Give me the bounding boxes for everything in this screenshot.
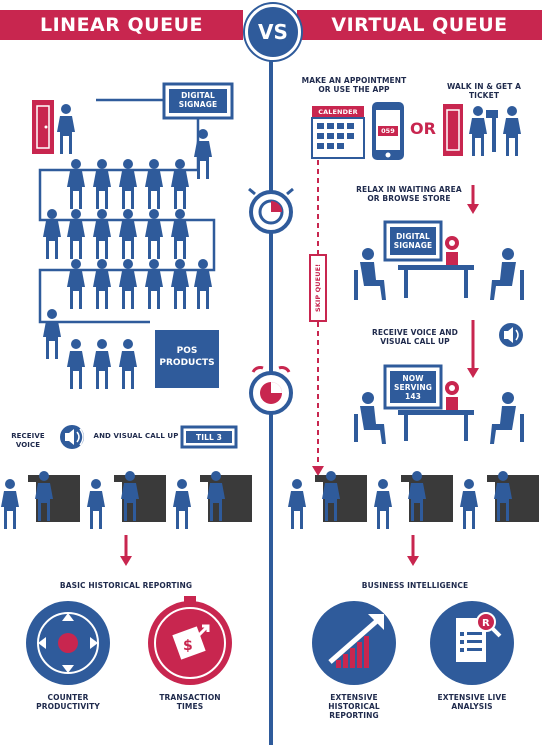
header-virtual-queue: VIRTUAL QUEUE xyxy=(297,10,542,40)
pos-products-label: POS PRODUCTS xyxy=(159,346,215,368)
live-analysis-label: EXTENSIVE LIVE ANALYSIS xyxy=(437,693,507,711)
ticket-kiosk-people xyxy=(469,106,521,156)
phone-icon xyxy=(372,102,404,160)
counter-productivity-label: COUNTER PRODUCTIVITY xyxy=(36,693,100,711)
receive-voice-label: RECEIVE VOICE xyxy=(11,432,45,449)
person-entering-icon xyxy=(57,104,75,154)
calendar-icon xyxy=(311,106,365,159)
door-icon-right xyxy=(443,104,463,156)
vs-badge: VS xyxy=(245,4,301,60)
svg-text:$: $ xyxy=(183,638,193,654)
door-icon xyxy=(32,100,54,154)
appointment-label: MAKE AN APPOINTMENT OR USE THE APP xyxy=(301,76,407,94)
header-linear-queue: LINEAR QUEUE xyxy=(0,10,243,40)
or-label: OR xyxy=(409,119,437,138)
queue-barrier xyxy=(38,98,216,324)
live-analysis-icon: R xyxy=(430,601,514,685)
digital-signage-label: DIGITAL SIGNAGE xyxy=(178,91,218,109)
down-arrow-icon xyxy=(120,535,132,566)
visual-call-up-label: AND VISUAL CALL UP xyxy=(93,432,179,440)
digital-signage-right-label: DIGITAL SIGNAGE xyxy=(393,232,433,250)
counter-productivity-icon xyxy=(26,601,110,685)
transaction-times-label: TRANSACTION TIMES xyxy=(159,693,221,711)
counters-right xyxy=(288,471,539,529)
till-label: TILL 3 xyxy=(196,433,222,442)
now-serving-label: NOW SERVING 143 xyxy=(393,374,433,401)
relax-label: RELAX IN WAITING AREA OR BROWSE STORE xyxy=(356,185,462,203)
historical-reporting-icon xyxy=(312,601,396,685)
waiting-area-scene xyxy=(354,220,524,300)
historical-reporting-label: EXTENSIVE HISTORICAL REPORTING xyxy=(328,693,380,720)
business-intelligence-title: BUSINESS INTELLIGENCE xyxy=(361,581,469,590)
down-arrow-icon xyxy=(467,185,479,214)
digital-signage-screen xyxy=(162,82,234,120)
alarm-clock-icon xyxy=(249,366,293,415)
till-display xyxy=(180,425,238,449)
phone-ticket-number: 059 xyxy=(381,127,395,135)
call-up-label: RECEIVE VOICE AND VISUAL CALL UP xyxy=(372,328,458,346)
svg-text:R: R xyxy=(482,618,490,629)
down-arrow-icon xyxy=(467,320,479,378)
down-arrow-icon xyxy=(407,535,419,566)
speaker-icon xyxy=(60,425,84,449)
basic-reporting-title: BASIC HISTORICAL REPORTING xyxy=(59,581,193,590)
speaker-icon xyxy=(499,323,523,347)
skip-queue-path xyxy=(309,160,327,476)
transaction-times-icon: $ xyxy=(148,596,232,685)
call-up-scene xyxy=(354,364,524,444)
pos-products-stand xyxy=(155,330,219,388)
skip-queue-label: SKIP QUEUE! xyxy=(314,263,322,313)
calender-label: CALENDER xyxy=(318,108,358,116)
clock-icon xyxy=(248,187,294,234)
counters-left xyxy=(1,471,252,529)
walk-in-label: WALK IN & GET A TICKET xyxy=(446,82,522,100)
